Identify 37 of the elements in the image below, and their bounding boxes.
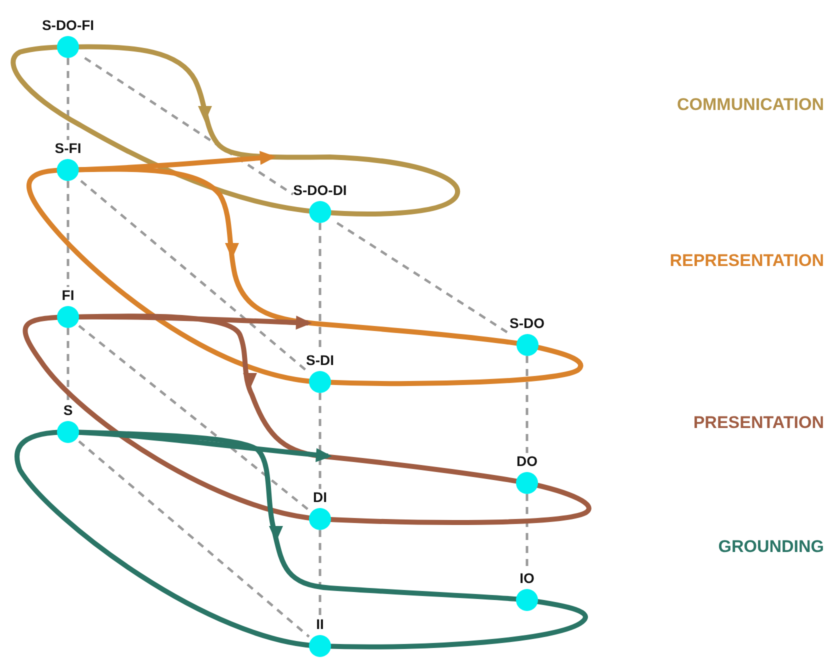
node-label: DI bbox=[313, 489, 327, 505]
node-label: S-DO bbox=[510, 315, 544, 331]
dashed-line bbox=[78, 440, 310, 638]
dashed-line bbox=[336, 222, 510, 335]
dashed-line bbox=[66, 328, 70, 402]
dashed-line bbox=[78, 324, 310, 512]
node-label: S-DO-FI bbox=[42, 17, 94, 33]
node-point bbox=[516, 453, 538, 494]
node-point bbox=[516, 570, 538, 611]
node-label: FI bbox=[62, 287, 74, 303]
node-point bbox=[54, 140, 82, 181]
node-point bbox=[510, 315, 544, 356]
dashed-line bbox=[66, 58, 70, 140]
node-point bbox=[309, 616, 331, 657]
node-point bbox=[309, 489, 331, 530]
dashed-line bbox=[526, 356, 528, 453]
node-label: S-DO-DI bbox=[293, 182, 347, 198]
node-point bbox=[42, 17, 94, 58]
dashed-line bbox=[318, 393, 322, 489]
node-point bbox=[306, 352, 334, 393]
dashed-line bbox=[84, 56, 294, 196]
node-point bbox=[57, 402, 79, 443]
node-point bbox=[57, 287, 79, 328]
node-label: II bbox=[316, 616, 324, 632]
layer-label: GROUNDING bbox=[718, 537, 824, 557]
node-label: S bbox=[63, 402, 73, 418]
dashed-line bbox=[66, 181, 70, 287]
node-point bbox=[293, 182, 347, 223]
layer-label: REPRESENTATION bbox=[670, 251, 824, 271]
node-label: IO bbox=[520, 570, 534, 586]
dashed-line bbox=[318, 530, 322, 616]
layer-label: PRESENTATION bbox=[693, 413, 824, 433]
dashed-line bbox=[80, 180, 307, 372]
layer-label: COMMUNICATION bbox=[677, 95, 824, 115]
node-label: S-DI bbox=[306, 352, 334, 368]
node-label: S-FI bbox=[54, 140, 82, 156]
node-label: DO bbox=[516, 453, 538, 469]
